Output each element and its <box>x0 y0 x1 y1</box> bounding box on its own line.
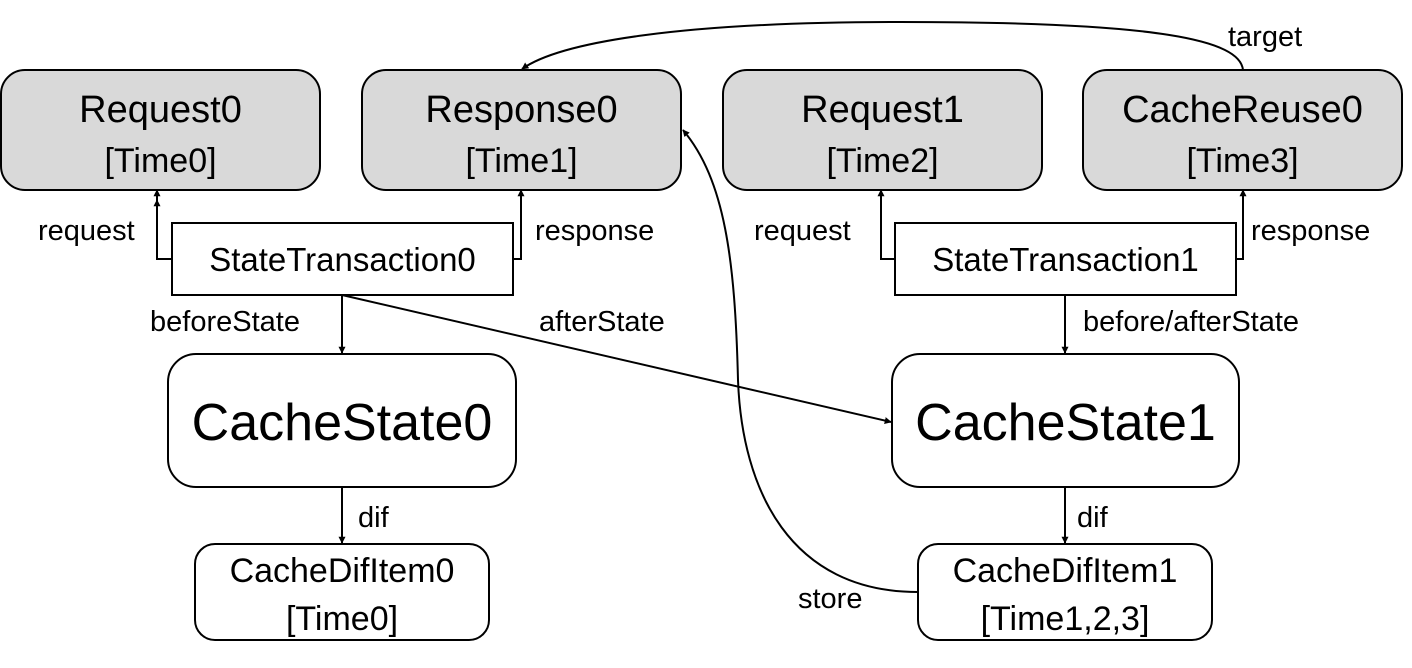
node-statetransaction0: StateTransaction0 <box>171 222 514 296</box>
node-request0: Request0 [Time0] <box>0 69 321 191</box>
node-request1-title: Request1 <box>801 89 964 131</box>
edge-label-before-after-state-1: before/afterState <box>1083 306 1299 338</box>
edge-label-dif-1: dif <box>1077 502 1109 534</box>
edge-label-after-state-0: afterState <box>539 306 665 338</box>
node-statetransaction1-title: StateTransaction1 <box>932 241 1199 278</box>
node-cachedifitem1-time: [Time1,2,3] <box>981 600 1150 638</box>
edge-target <box>521 20 1244 71</box>
edge-label-request-0: request <box>38 215 135 247</box>
node-response0-time: [Time1] <box>465 142 577 180</box>
edge-label-before-state-0: beforeState <box>150 306 300 338</box>
node-request0-time: [Time0] <box>104 142 216 180</box>
edge-label-store: store <box>798 583 862 615</box>
edge-response-0 <box>513 189 525 260</box>
node-response0-title: Response0 <box>425 89 617 131</box>
node-cachestate0: CacheState0 <box>167 353 517 488</box>
node-cachedifitem0-title: CacheDifItem0 <box>230 552 455 590</box>
node-cachestate1-title: CacheState1 <box>915 394 1216 452</box>
edge-label-dif-0: dif <box>358 502 390 534</box>
edge-label-response-0: response <box>535 215 654 247</box>
node-cachedifitem1-title: CacheDifItem1 <box>953 552 1178 590</box>
node-cachedifitem0-time: [Time0] <box>286 600 398 638</box>
edge-label-response-1: response <box>1251 215 1370 247</box>
edge-after-state-0 <box>341 294 892 424</box>
node-response0: Response0 [Time1] <box>361 69 682 191</box>
node-request1: Request1 [Time2] <box>722 69 1043 191</box>
edge-label-request-1: request <box>754 215 851 247</box>
node-statetransaction1: StateTransaction1 <box>894 222 1237 296</box>
node-cachestate1: CacheState1 <box>891 353 1240 488</box>
node-statetransaction0-title: StateTransaction0 <box>209 241 476 278</box>
edge-request-0 <box>153 199 172 260</box>
node-cachereuse0-time: [Time3] <box>1186 142 1298 180</box>
edge-store <box>682 129 919 593</box>
node-request0-title: Request0 <box>79 89 242 131</box>
node-cachestate0-title: CacheState0 <box>192 394 493 452</box>
edge-label-target: target <box>1228 21 1302 53</box>
node-cachereuse0-title: CacheReuse0 <box>1122 89 1363 131</box>
node-cachedifitem1: CacheDifItem1 [Time1,2,3] <box>917 543 1213 641</box>
node-cachereuse0: CacheReuse0 [Time3] <box>1082 69 1403 191</box>
edge-request-1 <box>877 189 895 260</box>
node-cachedifitem0: CacheDifItem0 [Time0] <box>194 543 490 641</box>
edge-response-1 <box>1236 189 1247 260</box>
node-request1-time: [Time2] <box>826 142 938 180</box>
